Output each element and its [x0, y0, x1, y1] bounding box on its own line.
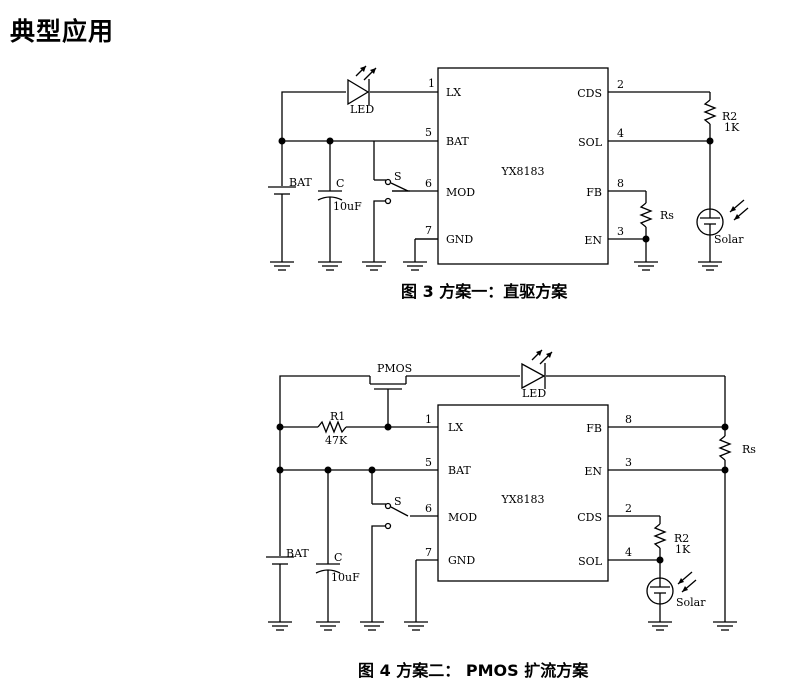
pin-name: SOL [578, 555, 603, 568]
pin-name: CDS [577, 87, 602, 100]
pin-num: 2 [617, 78, 624, 91]
pin-num: 8 [625, 413, 632, 426]
pmos-icon [369, 376, 407, 427]
pin-num: 5 [425, 456, 432, 469]
ground-icon [268, 621, 292, 631]
capacitor-value: 10uF [331, 571, 360, 584]
ground-icon [698, 261, 722, 271]
page-title: 典型应用 [10, 17, 115, 46]
pin-num: 4 [617, 127, 624, 140]
ground-icon [270, 261, 294, 271]
pin-name: FB [586, 422, 602, 435]
r1-value: 47K [325, 434, 348, 447]
ground-icon [404, 621, 428, 631]
pin-num: 4 [625, 546, 632, 559]
ground-icon [362, 261, 386, 271]
switch-label: S [394, 495, 402, 508]
resistor-icon [703, 99, 717, 125]
battery-label: BAT [286, 547, 309, 560]
resistor-icon [653, 523, 667, 549]
pin-num: 7 [425, 546, 432, 559]
led-label: LED [350, 103, 374, 116]
r1-name: R1 [330, 410, 345, 423]
resistor-icon [317, 420, 347, 434]
ground-icon [634, 261, 658, 271]
pin-num: 1 [425, 413, 432, 426]
chip-fig3 [437, 67, 609, 265]
pmos-label: PMOS [377, 362, 412, 375]
battery-label: BAT [289, 176, 312, 189]
capacitor-name: C [334, 551, 342, 564]
pin-name: LX [448, 421, 463, 434]
rs-label: Rs [742, 443, 756, 456]
r2-name: R2 [722, 110, 737, 123]
pin-num: 2 [625, 502, 632, 515]
pin-name: LX [446, 86, 461, 99]
ground-icon [318, 261, 342, 271]
switch-icon [372, 502, 409, 530]
pin-num: 3 [625, 456, 632, 469]
pin-name: MOD [448, 511, 477, 524]
ground-icon [713, 621, 737, 631]
figure-4: YX8183 1 LX 5 BAT 6 MOD 7 GND 8 FB 3 EN … [266, 349, 756, 680]
capacitor-value: 10uF [333, 200, 362, 213]
pin-name: SOL [578, 136, 603, 149]
switch-label: S [394, 170, 402, 183]
led-icon [347, 65, 377, 106]
led-icon [521, 349, 553, 390]
pin-num: 5 [425, 126, 432, 139]
solar-label: Solar [676, 596, 706, 609]
pin-name: GND [448, 554, 475, 567]
pin-num: 1 [428, 77, 435, 90]
pin-name: GND [446, 233, 473, 246]
solar-label: Solar [714, 233, 744, 246]
switch-icon [374, 178, 409, 205]
solar-icon [696, 199, 749, 236]
chip-label-fig4: YX8183 [500, 493, 544, 506]
r2-value: 1K [724, 121, 740, 134]
pin-num: 8 [617, 177, 624, 190]
pin-name: EN [584, 234, 602, 247]
ground-icon [648, 621, 672, 631]
rs-label: Rs [660, 209, 674, 222]
led-label: LED [522, 387, 546, 400]
solar-icon [646, 571, 697, 605]
resistor-icon [718, 435, 732, 461]
ground-icon [360, 621, 384, 631]
figure-4-caption: 图 4 方案二： PMOS 扩流方案 [358, 661, 589, 680]
pin-name: EN [584, 465, 602, 478]
figure-3-caption: 图 3 方案一：直驱方案 [401, 282, 568, 301]
pin-num: 3 [617, 225, 624, 238]
r2-name: R2 [674, 532, 689, 545]
r2-value: 1K [675, 543, 691, 556]
chip-fig4 [437, 404, 609, 582]
figure-3: YX8183 1 LX 5 BAT 6 MOD 7 GND 2 CDS 4 SO… [268, 65, 749, 301]
resistor-icon [639, 202, 653, 228]
capacitor-name: C [336, 177, 344, 190]
pin-name: CDS [577, 511, 602, 524]
ground-icon [316, 621, 340, 631]
pin-name: BAT [446, 135, 469, 148]
pin-name: BAT [448, 464, 471, 477]
pin-name: MOD [446, 186, 475, 199]
pin-name: FB [586, 186, 602, 199]
pin-num: 6 [425, 502, 432, 515]
pin-num: 7 [425, 224, 432, 237]
pin-num: 6 [425, 177, 432, 190]
chip-label-fig3: YX8183 [500, 165, 544, 178]
ground-icon [403, 261, 427, 271]
